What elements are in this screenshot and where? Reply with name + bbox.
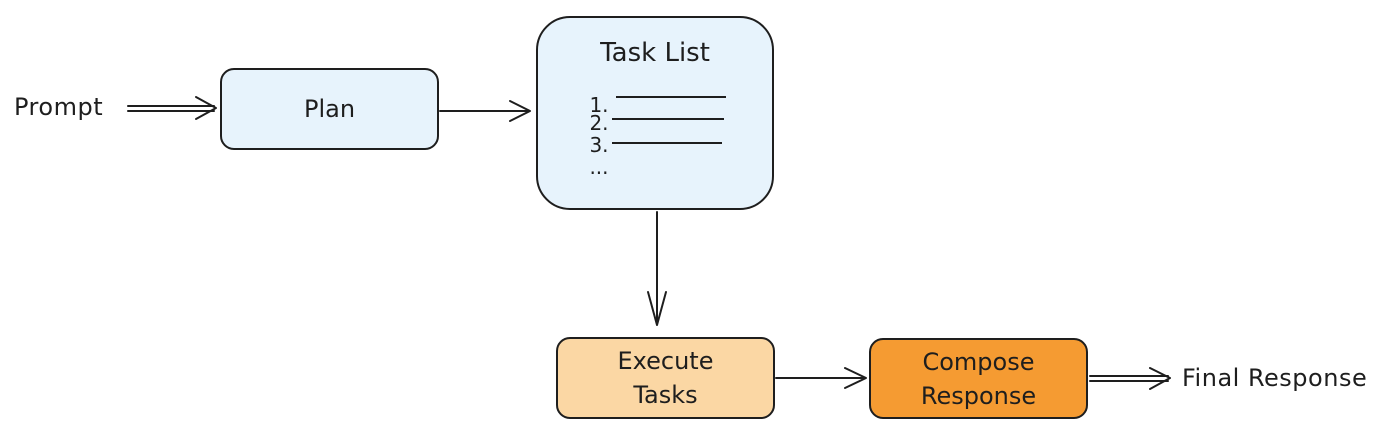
task-list-item: 1. [584, 88, 614, 122]
arrow-prompt-to-plan [127, 96, 217, 120]
arrow-execute-to-compose [775, 367, 867, 389]
task-item-number: ... [589, 155, 609, 179]
task-item-line [616, 96, 726, 98]
arrow-plan-to-tasklist [439, 100, 531, 122]
task-list-item: ... [584, 150, 614, 184]
arrow-tasklist-to-execute [647, 211, 667, 326]
task-list-item: 2. [584, 106, 614, 140]
compose-label-line1: Compose [922, 347, 1035, 376]
execute-label-line1: Execute [617, 347, 714, 375]
execute-label-line2: Tasks [633, 381, 698, 409]
arrow-compose-to-final [1089, 367, 1171, 390]
task-item-line [612, 142, 722, 144]
task-list-title: Task List [600, 38, 710, 68]
task-item-number: 1. [589, 93, 609, 117]
plan-node: Plan [220, 68, 439, 150]
compose-response-node: Compose Response [869, 338, 1088, 419]
task-item-number: 3. [589, 133, 609, 157]
plan-label: Plan [303, 95, 356, 123]
compose-label-line2: Response [920, 381, 1037, 410]
execute-tasks-node: Execute Tasks [556, 337, 775, 419]
task-list-item: 3. [584, 128, 614, 162]
task-item-number: 2. [589, 111, 609, 135]
final-response-label: Final Response [1182, 364, 1368, 392]
task-list-node: Task List 1. 2. 3. ... [536, 16, 774, 210]
prompt-label: Prompt [14, 93, 104, 121]
task-item-line [612, 118, 724, 120]
